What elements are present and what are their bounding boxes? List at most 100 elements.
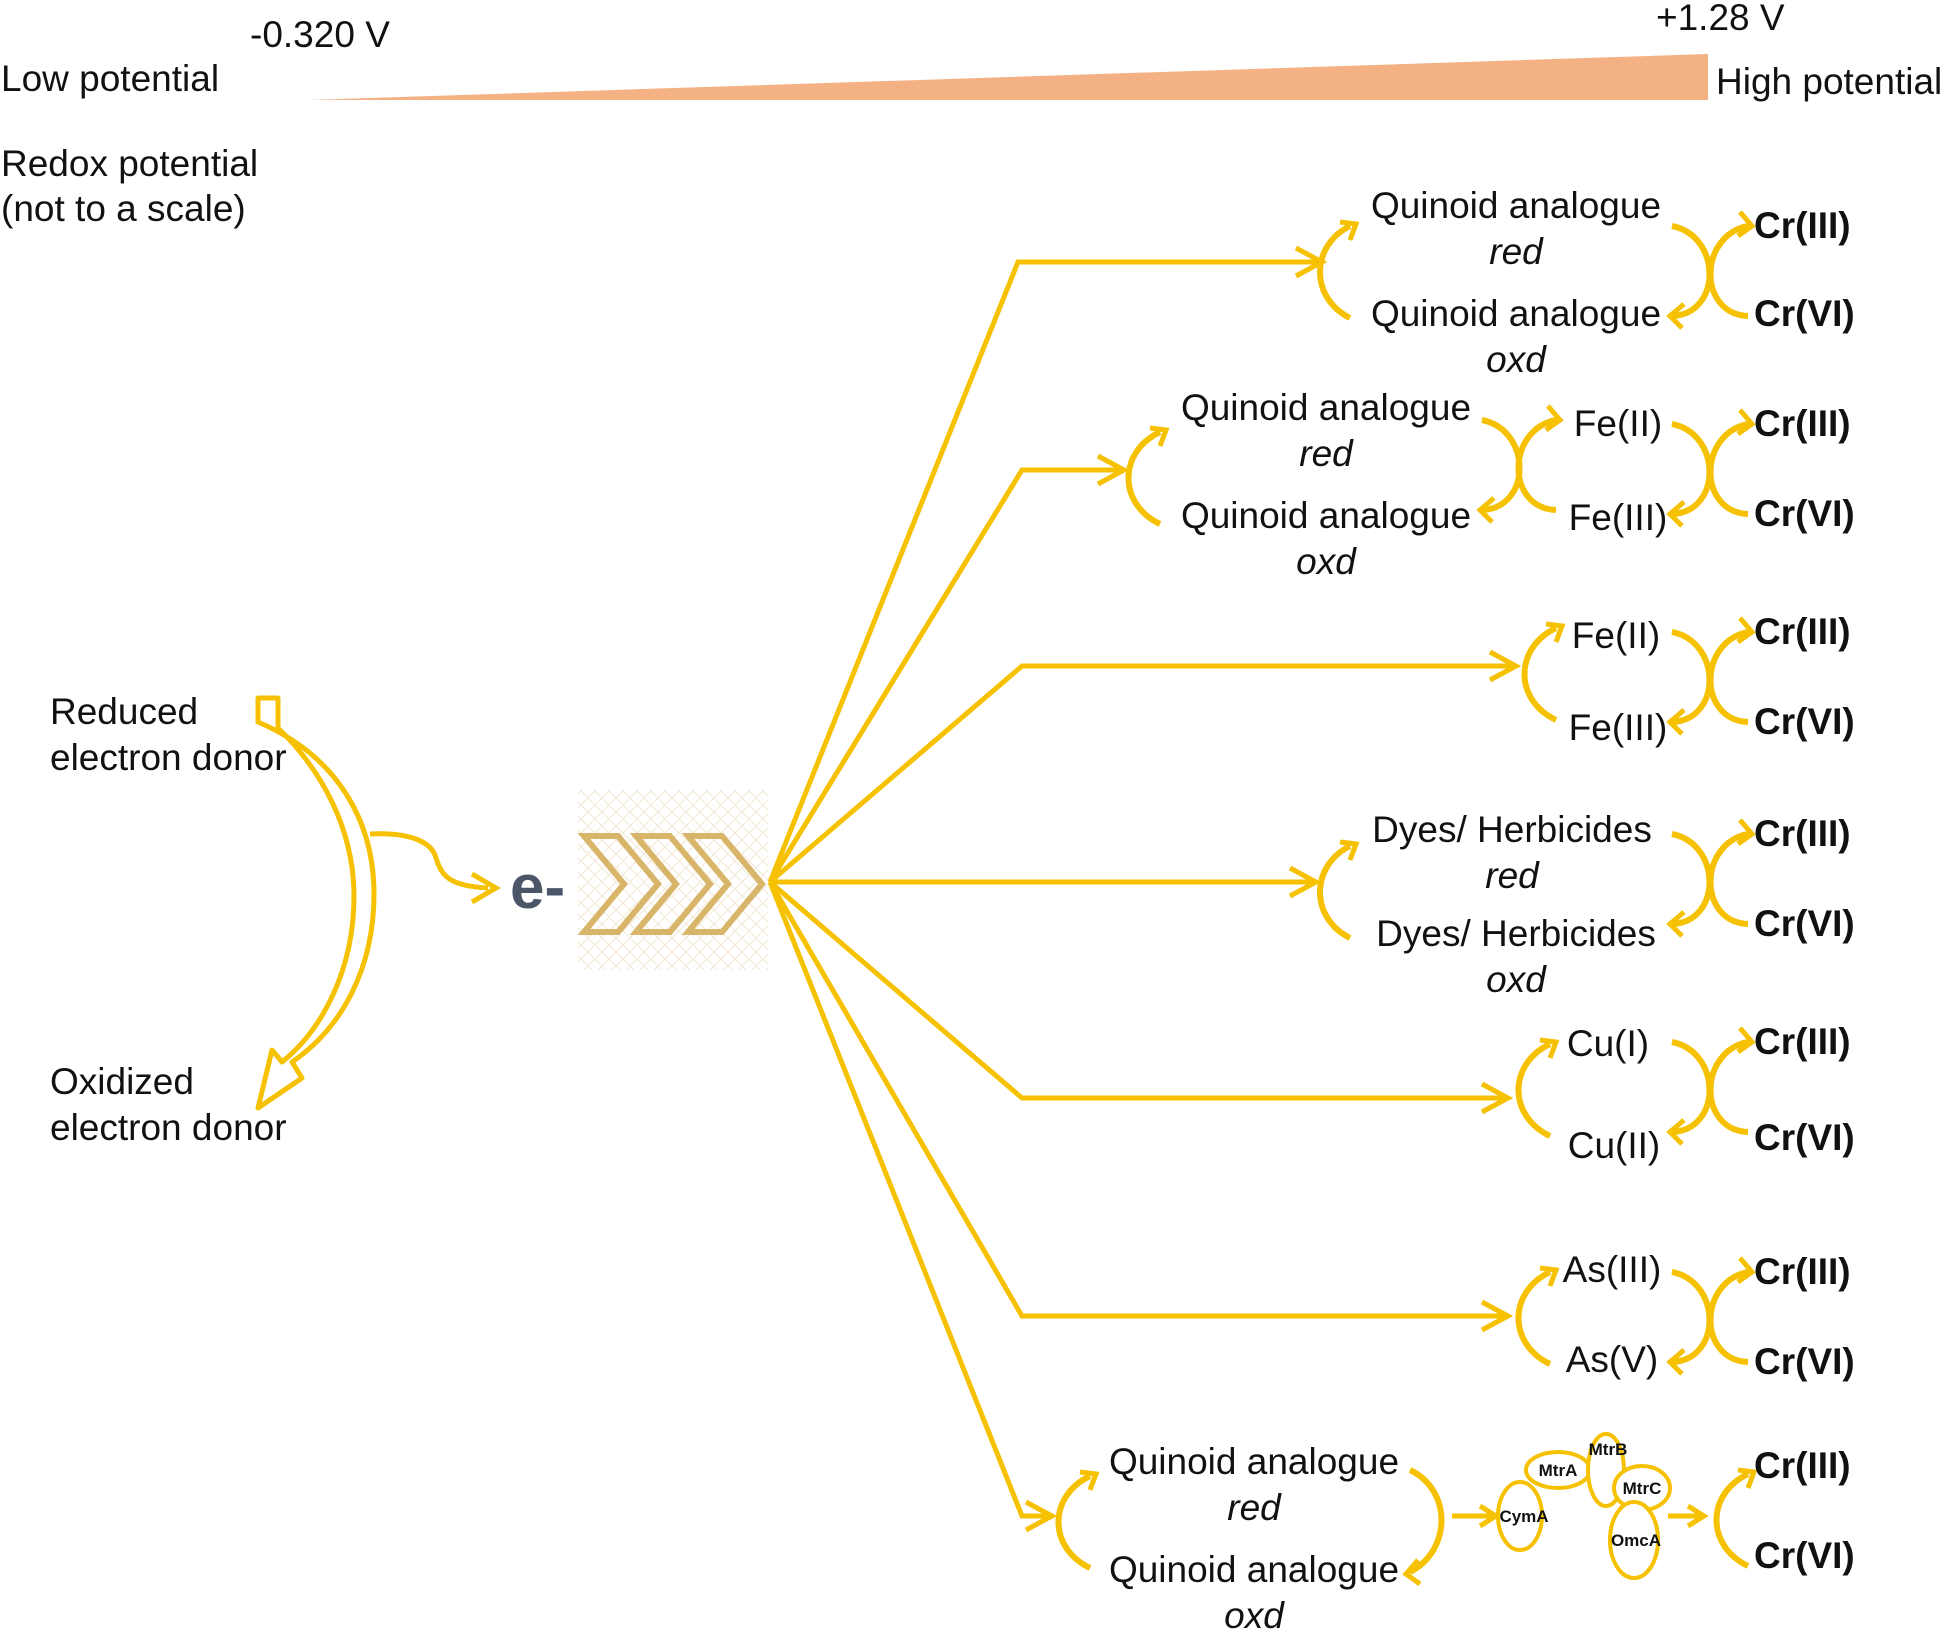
cr-exchange-heads — [1666, 1256, 1756, 1376]
metal-oxidized: Cu(II) — [1568, 1125, 1661, 1166]
mediator-reduced: Quinoid analogue — [1109, 1441, 1399, 1482]
high-potential-value: +1.28 V — [1656, 0, 1785, 38]
cr-cycle — [1713, 1471, 1750, 1569]
donor-oxidation-arrow — [255, 695, 377, 1111]
oxidized-donor-line1: Oxidized — [50, 1061, 194, 1102]
cr-iii: Cr(III) — [1754, 1021, 1851, 1062]
reduced-donor-line2: electron donor — [50, 737, 287, 778]
metal-reduced: Fe(II) — [1572, 615, 1660, 656]
high-potential-label: High potential — [1716, 61, 1942, 102]
cr-exchange — [1671, 223, 1749, 319]
mediator-oxidized-state: oxd — [1296, 541, 1357, 582]
metal-cycle-head — [1545, 621, 1566, 643]
mediator-cycle — [1317, 843, 1352, 941]
mediator-oxidized: Quinoid analogue — [1181, 495, 1471, 536]
mediator-oxidized: Quinoid analogue — [1371, 293, 1661, 334]
mediator-cycle — [1125, 429, 1162, 527]
pathway-2: Quinoid analogue red Quinoid analogue ox… — [1125, 387, 1855, 582]
cr-vi: Cr(VI) — [1754, 903, 1855, 944]
reduced-donor-line1: Reduced — [50, 691, 198, 732]
cr-vi: Cr(VI) — [1754, 1117, 1855, 1158]
mediator-reduced-state: red — [1485, 855, 1540, 896]
cr-vi: Cr(VI) — [1754, 1341, 1855, 1382]
metal-oxidized: Fe(III) — [1569, 497, 1668, 538]
electron-flow: e- — [510, 790, 768, 970]
chevron-3 — [681, 833, 766, 935]
fe-exchange-heads — [1476, 404, 1564, 524]
mediator-cycle-head — [1339, 219, 1360, 241]
cr-exchange — [1671, 629, 1749, 725]
branch-5-head — [1480, 1081, 1514, 1115]
metal-cycle — [1515, 1269, 1552, 1367]
mediator-reduced: Dyes/ Herbicides — [1372, 809, 1652, 850]
cr-cycle-head — [1737, 1467, 1758, 1489]
cr-vi: Cr(VI) — [1754, 1535, 1855, 1576]
potential-wedge — [310, 54, 1708, 100]
mtr-protein-complex: CymA MtrA MtrB MtrC OmcA — [1496, 1432, 1672, 1580]
mediator-reduced-state: red — [1227, 1487, 1282, 1528]
pathway-7: Quinoid analogue red Quinoid analogue ox… — [1055, 1432, 1855, 1632]
branch-6-head — [1480, 1299, 1514, 1333]
metal-cycle-head — [1539, 1037, 1560, 1059]
chevron-1 — [577, 833, 662, 935]
cyma-protein — [1496, 1480, 1544, 1552]
branch-4-head — [1288, 865, 1322, 899]
mediator-to-protein-curve — [1408, 1467, 1445, 1575]
branch-3 — [768, 663, 1512, 884]
mediator-cycle-head — [1339, 839, 1360, 861]
mediator-to-protein-head — [1402, 1558, 1422, 1587]
fe-exchange — [1481, 417, 1557, 513]
mediator-reduced: Quinoid analogue — [1371, 185, 1661, 226]
cr-exchange — [1671, 1039, 1749, 1135]
cr-exchange-heads — [1666, 408, 1756, 528]
branch-7-head — [1024, 1499, 1058, 1533]
cr-iii: Cr(III) — [1754, 813, 1851, 854]
cr-iii: Cr(III) — [1754, 403, 1851, 444]
mediator-cycle-head — [1079, 1469, 1100, 1491]
mtra-label: MtrA — [1539, 1461, 1578, 1480]
electron-label: e- — [510, 853, 565, 922]
cr-exchange-heads — [1666, 818, 1756, 938]
mediator-oxidized: Dyes/ Herbicides — [1376, 913, 1656, 954]
mediator-reduced-state: red — [1489, 231, 1544, 272]
mediator-oxidized-state: oxd — [1486, 339, 1547, 380]
metal-reduced: Cu(I) — [1567, 1023, 1649, 1064]
to-cyma-arrow — [1452, 1503, 1501, 1529]
electron-release-arrowhead — [470, 871, 501, 905]
pathway-6: As(III) As(V) Cr(III) Cr(VI) — [1515, 1249, 1855, 1382]
branch-1 — [767, 259, 1318, 883]
metal-oxidized: Fe(III) — [1569, 707, 1668, 748]
chevron-2 — [629, 833, 714, 935]
oxidized-donor-line2: electron donor — [50, 1107, 287, 1148]
redox-scale: -0.320 V +1.28 V Low potential High pote… — [1, 0, 1942, 229]
cr-iii: Cr(III) — [1754, 1445, 1851, 1486]
cr-exchange-heads — [1666, 1026, 1756, 1146]
mediator-oxidized-state: oxd — [1486, 959, 1547, 1000]
metal-oxidized: As(V) — [1566, 1339, 1659, 1380]
scale-caption-line2: (not to a scale) — [1, 188, 246, 229]
cr-iii: Cr(III) — [1754, 205, 1851, 246]
electron-donor: Reduced electron donor Oxidized electron… — [50, 691, 501, 1148]
cr-exchange — [1671, 1269, 1749, 1365]
pathway-4: Dyes/ Herbicides red Dyes/ Herbicides ox… — [1317, 809, 1855, 1000]
cr-iii: Cr(III) — [1754, 611, 1851, 652]
metal-cycle-head — [1539, 1265, 1560, 1287]
mtrb-label: MtrB — [1589, 1440, 1628, 1459]
metal-reduced: As(III) — [1563, 1249, 1662, 1290]
metal-cycle — [1521, 625, 1558, 723]
mtrc-label: MtrC — [1623, 1479, 1662, 1498]
low-potential-value: -0.320 V — [250, 14, 390, 55]
omca-label: OmcA — [1611, 1531, 1661, 1550]
branch-3-head — [1488, 649, 1522, 683]
branch-6 — [767, 880, 1504, 1319]
to-cr-arrow — [1668, 1503, 1709, 1529]
mediator-cycle-head — [1149, 425, 1170, 447]
cyma-label: CymA — [1499, 1507, 1548, 1526]
metal-cycle — [1515, 1041, 1552, 1139]
metal-reduced: Fe(II) — [1574, 403, 1662, 444]
pathway-5: Cu(I) Cu(II) Cr(III) Cr(VI) — [1515, 1021, 1855, 1166]
cr-exchange-heads — [1666, 616, 1756, 736]
omca-protein — [1608, 1500, 1660, 1580]
mediator-cycle — [1317, 223, 1352, 321]
